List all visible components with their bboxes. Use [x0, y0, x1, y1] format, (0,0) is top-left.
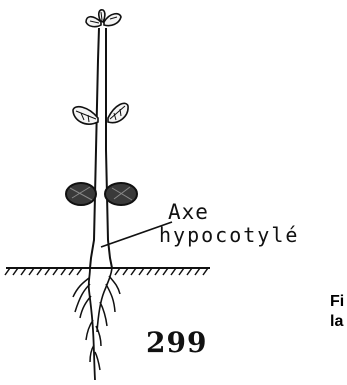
- label-hypocotyle: hypocotylé: [159, 223, 299, 247]
- roots: [73, 268, 120, 380]
- leaf-pair: [73, 103, 128, 124]
- label-axe: Axe: [168, 200, 209, 224]
- soil-line: [5, 268, 210, 275]
- caption-line-1: Fi: [330, 293, 344, 311]
- figure-number: 299: [146, 326, 207, 359]
- caption-line-2: la: [330, 313, 343, 331]
- stem: [90, 28, 112, 268]
- cotyledons: [66, 183, 137, 205]
- apical-leaves: [86, 10, 121, 27]
